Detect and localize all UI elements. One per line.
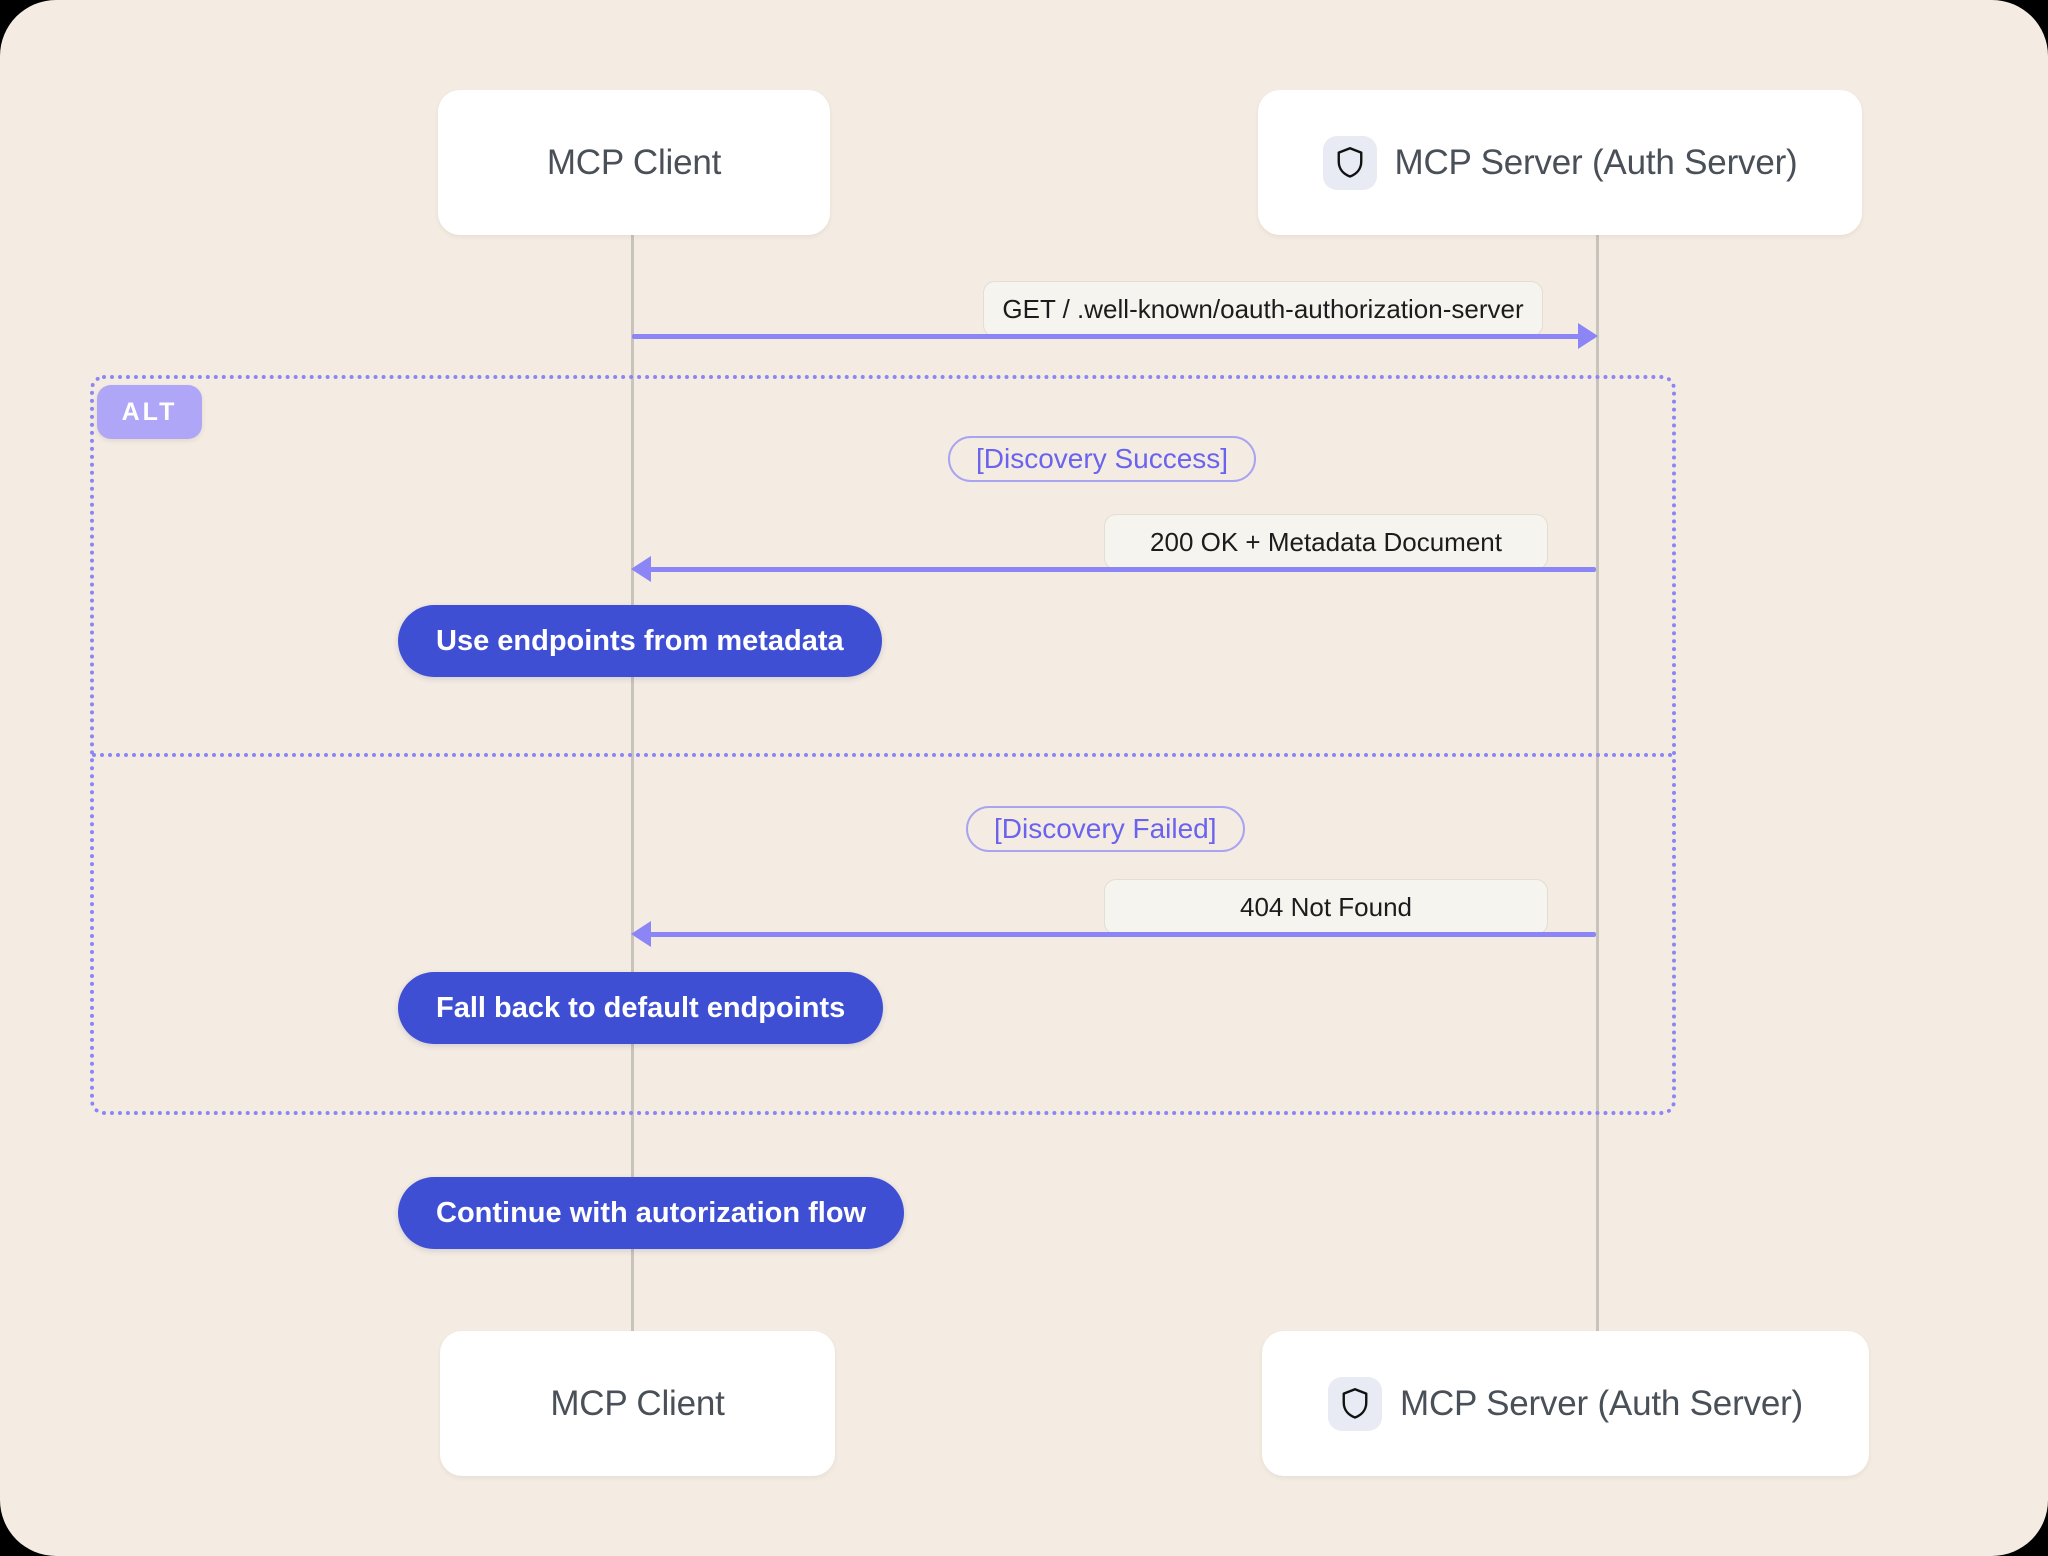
note-fall-back-to-default-endpoints: Fall back to default endpoints [398, 972, 884, 1044]
lifeline-client [631, 232, 634, 1332]
message-label-3: 404 Not Found [1104, 879, 1548, 935]
message-arrow-1 [632, 334, 1595, 339]
message-label-1: GET / .well-known/oauth-authorization-se… [983, 281, 1543, 337]
participant-footer-client[interactable]: MCP Client [440, 1331, 835, 1476]
message-arrowhead-2 [631, 556, 651, 582]
condition-pill-discovery-success: [Discovery Success] [948, 436, 1257, 482]
note-continue-with-authorization-flow: Continue with autorization flow [398, 1177, 905, 1249]
participant-label: MCP Server (Auth Server) [1400, 1383, 1803, 1423]
message-arrow-3 [650, 932, 1596, 937]
participant-header-client[interactable]: MCP Client [438, 90, 830, 235]
message-arrow-2 [650, 567, 1596, 572]
alt-fragment-frame [90, 375, 1676, 1115]
participant-label: MCP Client [546, 142, 722, 182]
condition-pill-discovery-failed: [Discovery Failed] [966, 806, 1245, 852]
lifeline-server [1596, 232, 1599, 1332]
alt-fragment-divider [92, 753, 1674, 757]
participant-label: MCP Server (Auth Server) [1394, 142, 1798, 182]
message-label-2: 200 OK + Metadata Document [1104, 514, 1548, 570]
participant-footer-server[interactable]: MCP Server (Auth Server) [1262, 1331, 1869, 1476]
alt-fragment-badge: ALT [97, 385, 202, 439]
shield-icon [1322, 135, 1377, 190]
shield-icon [1328, 1376, 1382, 1431]
message-arrowhead-3 [631, 921, 651, 947]
participant-header-server[interactable]: MCP Server (Auth Server) [1258, 90, 1862, 235]
participant-label: MCP Client [550, 1383, 725, 1423]
message-arrowhead-1 [1578, 323, 1598, 349]
note-use-endpoints-from-metadata: Use endpoints from metadata [398, 605, 882, 677]
